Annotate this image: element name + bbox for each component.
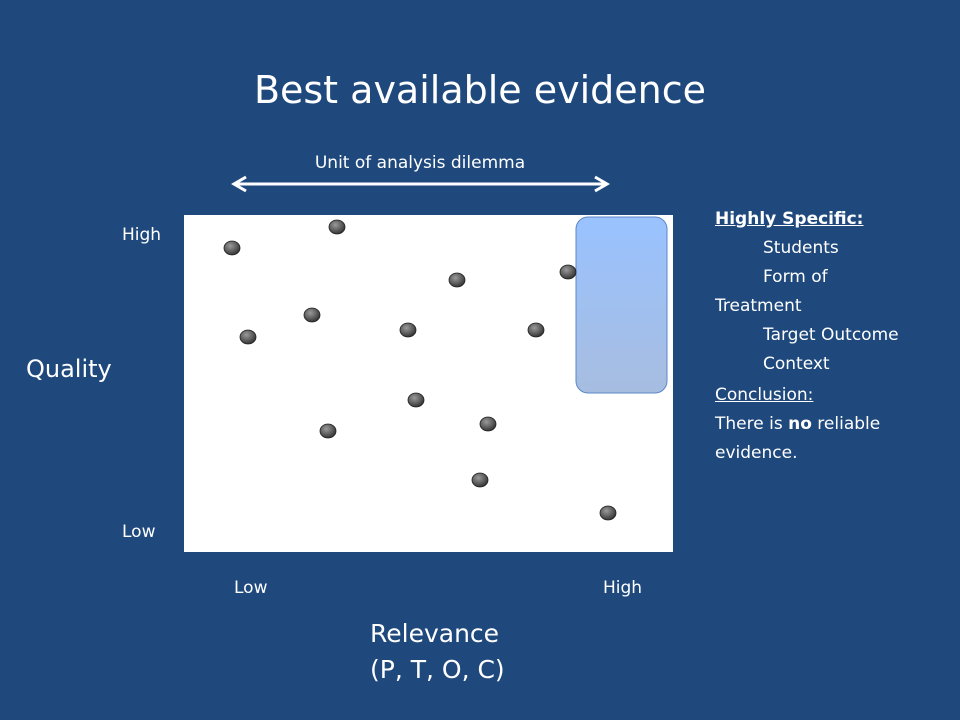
note-item: Target Outcome bbox=[763, 325, 899, 345]
data-point bbox=[239, 329, 257, 345]
data-point bbox=[479, 416, 497, 432]
unit-of-analysis-label: Unit of analysis dilemma bbox=[314, 153, 526, 173]
y-axis-low-label: Low bbox=[122, 522, 156, 542]
scatter-plot bbox=[223, 216, 668, 521]
data-point bbox=[303, 307, 321, 323]
y-axis-title: Quality bbox=[26, 355, 112, 383]
x-axis-title: Relevance (P, T, O, C) bbox=[370, 616, 505, 688]
data-point bbox=[448, 272, 466, 288]
note-item: Context bbox=[763, 354, 830, 374]
x-axis-high-label: High bbox=[603, 578, 643, 598]
conclusion-heading: Conclusion: bbox=[715, 385, 814, 405]
data-point bbox=[559, 264, 577, 280]
conclusion-text-bold: no bbox=[788, 414, 812, 434]
data-point bbox=[399, 322, 417, 338]
data-point bbox=[471, 472, 489, 488]
data-point bbox=[223, 240, 241, 256]
highly-specific-region bbox=[575, 216, 668, 394]
data-point bbox=[328, 219, 346, 235]
data-point bbox=[319, 423, 337, 439]
conclusion-text-pre: There is bbox=[715, 414, 789, 434]
conclusion-text-post: reliable evidence. bbox=[715, 414, 881, 463]
note-item: Students bbox=[763, 238, 839, 258]
highly-specific-heading: Highly Specific: bbox=[715, 209, 864, 229]
data-point bbox=[599, 505, 617, 521]
note-item-wrap: Treatment bbox=[715, 296, 802, 316]
data-point bbox=[407, 392, 425, 408]
conclusion-text: There is no reliable evidence. bbox=[715, 410, 950, 468]
data-point bbox=[527, 322, 545, 338]
x-axis-title-line2: (P, T, O, C) bbox=[370, 655, 505, 684]
notes-panel: Highly Specific: Students Form of Treatm… bbox=[715, 205, 950, 468]
slide-title: Best available evidence bbox=[253, 68, 707, 112]
y-axis-high-label: High bbox=[122, 225, 162, 245]
x-axis-low-label: Low bbox=[234, 578, 268, 598]
note-item: Form of bbox=[763, 267, 828, 287]
x-axis-title-line1: Relevance bbox=[370, 619, 500, 648]
